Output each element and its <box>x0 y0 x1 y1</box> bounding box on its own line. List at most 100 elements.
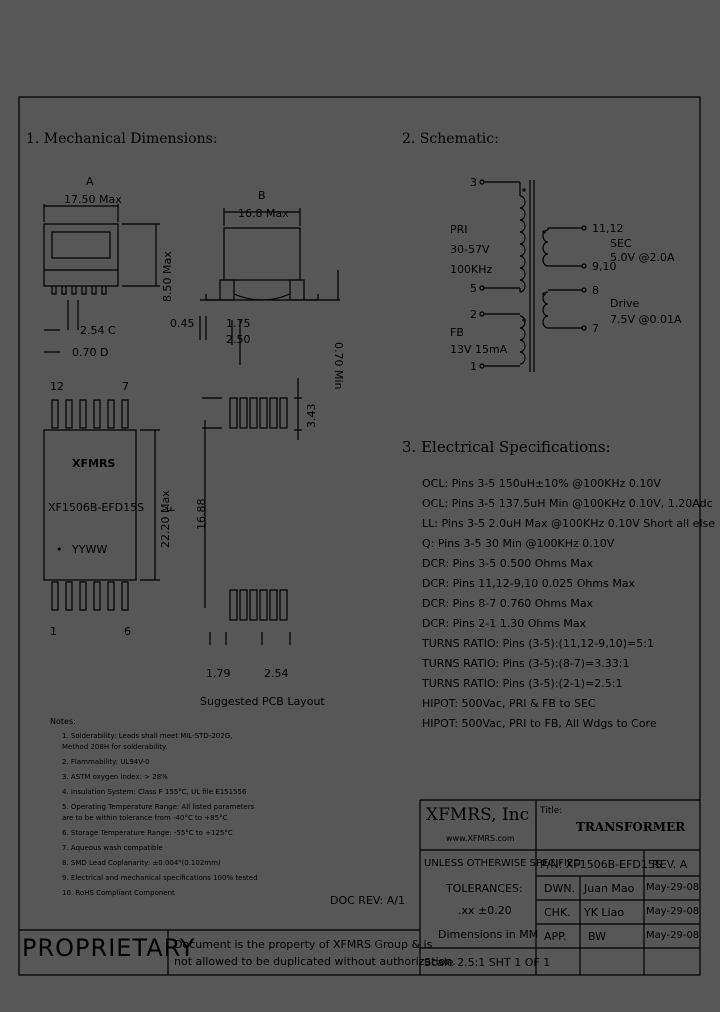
dwn-date: May-29-08 <box>646 882 700 893</box>
schem-pin-910: 9,10 <box>592 260 617 273</box>
dim-e-value: 22.20 Max <box>159 490 172 548</box>
dim-b-label: B <box>258 189 266 202</box>
schem-pin-1: 1 <box>470 360 477 373</box>
top-view-pins-top <box>51 399 129 429</box>
note-item: 3. ASTM oxygen index: > 28% <box>62 773 168 781</box>
spec-line: DCR: Pins 2-1 1.30 Ohms Max <box>422 617 587 630</box>
note-item: 5. Operating Temperature Range: All list… <box>62 803 255 811</box>
dim-045: 0.45 <box>170 317 195 330</box>
component-top-view <box>43 429 137 581</box>
drawing-title: TRANSFORMER <box>576 820 686 834</box>
proprietary-line-1: Document is the property of XFMRS Group … <box>174 938 433 951</box>
schem-pri-label: PRI <box>450 223 468 236</box>
schem-drive-rating: 7.5V @0.01A <box>610 313 682 326</box>
marking-part: XF1506B-EFD15S <box>48 501 145 514</box>
note-item: 6. Storage Temperature Range: -55°C to +… <box>62 829 233 837</box>
title-block-lines <box>19 799 700 975</box>
note-item: 9. Electrical and mechanical specificati… <box>62 874 258 882</box>
tolerance-line-3: .xx ±0.20 <box>458 904 512 917</box>
pcb-caption: Suggested PCB Layout <box>200 695 325 708</box>
schem-pin-3: 3 <box>470 176 477 189</box>
note-item: Method 208H for solderability. <box>62 743 168 751</box>
doc-revision: DOC REV: A/1 <box>330 894 405 907</box>
drawing-border <box>18 96 701 976</box>
note-item: 2. Flammability: UL94V-0 <box>62 758 150 766</box>
dim-a-label: A <box>86 175 94 188</box>
dim-d-value: 0.70 Min <box>332 342 345 390</box>
spec-line: OCL: Pins 3-5 137.5uH Min @100KHz 0.10V,… <box>422 497 713 510</box>
note-item: 7. Aqueous wash compatible <box>62 844 163 852</box>
company-website: www.XFMRS.com <box>446 834 515 843</box>
proprietary-line-2: not allowed to be duplicated without aut… <box>174 955 456 968</box>
note-item: are to be within tolerance from -40°C to… <box>62 814 228 822</box>
section-schematic-heading: 2. Schematic: <box>402 131 499 147</box>
pcb-pads-top <box>229 397 288 429</box>
pin-label-7: 7 <box>122 380 129 393</box>
dim-f-label: F <box>165 505 178 512</box>
company-name: XFMRS, Inc <box>426 805 530 825</box>
spec-line: TURNS RATIO: Pins (3-5):(8-7)=3.33:1 <box>422 657 630 670</box>
note-item: 8. SMD Lead Coplanarity: ±0.004"(0.102mm… <box>62 859 221 867</box>
pcb-dim-343: 3.43 <box>305 403 318 429</box>
pin-label-6: 6 <box>124 625 131 638</box>
pcb-pads-bottom <box>229 589 288 621</box>
pin-label-12: 12 <box>50 380 64 393</box>
dim-250: 2.50 <box>226 333 251 346</box>
schem-fb-rating: 13V 15mA <box>450 343 508 356</box>
dwn-name: Juan Mao <box>584 882 635 895</box>
schem-pri-voltage: 30-57V <box>450 243 490 256</box>
dim-175: 1.75 <box>226 317 251 330</box>
proprietary-word: PROPRIETARY <box>22 934 196 962</box>
dim-pin-width: 0.70 D <box>72 346 109 359</box>
schem-fb-label: FB <box>450 326 464 339</box>
spec-line: TURNS RATIO: Pins (3-5):(11,12-9,10)=5:1 <box>422 637 654 650</box>
schem-pri-freq: 100KHz <box>450 263 493 276</box>
schem-pin-8: 8 <box>592 284 599 297</box>
spec-line: HIPOT: 500Vac, PRI & FB to SEC <box>422 697 596 710</box>
schem-pin-5: 5 <box>470 282 477 295</box>
note-item: 10. RoHS Compliant Component <box>62 889 175 897</box>
dwn-label: DWN. <box>544 882 576 895</box>
top-view-pins-bottom <box>51 581 129 611</box>
part-number: P/N: XF1506B-EFD15S <box>540 858 662 871</box>
chk-label: CHK. <box>544 906 571 919</box>
schem-sec-label: SEC <box>610 237 632 250</box>
spec-line: TURNS RATIO: Pins (3-5):(2-1)=2.5:1 <box>422 677 623 690</box>
spec-line: DCR: Pins 8-7 0.760 Ohms Max <box>422 597 594 610</box>
chk-date: May-29-08 <box>646 906 700 917</box>
note-item: 1. Solderability: Leads shall meet MIL-S… <box>62 732 233 740</box>
spec-line: DCR: Pins 3-5 0.500 Ohms Max <box>422 557 594 570</box>
side-view-pins <box>51 286 107 295</box>
notes-title: Notes: <box>50 717 76 726</box>
dim-c-value: 8.50 Max <box>161 251 174 302</box>
pcb-dim-1688: 16.88 <box>195 498 208 531</box>
section-electrical-heading: 3. Electrical Specifications: <box>402 438 611 456</box>
note-item: 4. Insulation System: Class F 155°C, UL … <box>62 788 247 796</box>
chk-name: YK Liao <box>584 906 625 919</box>
spec-line: OCL: Pins 3-5 150uH±10% @100KHz 0.10V <box>422 477 661 490</box>
marking-dot: • <box>56 543 63 556</box>
schem-drive-label: Drive <box>610 297 640 310</box>
app-name: BW <box>588 930 607 943</box>
section-mechanical-heading: 1. Mechanical Dimensions: <box>26 131 218 147</box>
pcb-dim-179: 1.79 <box>206 667 231 680</box>
dim-a-value: 17.50 Max <box>64 193 122 206</box>
title-label: Title: <box>540 806 563 816</box>
dim-b-value: 16.8 Max <box>238 207 289 220</box>
tolerance-line-4: Dimensions in MM <box>438 928 539 941</box>
dim-pitch: 2.54 C <box>80 324 116 337</box>
component-end-view <box>223 227 301 281</box>
marking-brand: XFMRS <box>72 457 116 470</box>
spec-line: Q: Pins 3-5 30 Min @100KHz 0.10V <box>422 537 615 550</box>
component-side-view <box>43 223 119 287</box>
revision: REV. A <box>652 858 688 871</box>
schematic-lines <box>484 180 582 372</box>
pcb-dim-254: 2.54 <box>264 667 289 680</box>
app-date: May-29-08 <box>646 930 700 941</box>
schem-pin-2: 2 <box>470 308 477 321</box>
tolerance-line-2: TOLERANCES: <box>446 882 523 895</box>
schem-sec-rating: 5.0V @2.0A <box>610 251 675 264</box>
schematic-dots <box>522 188 546 322</box>
tolerance-line-1: UNLESS OTHERWISE SPECIFIED <box>424 858 581 869</box>
